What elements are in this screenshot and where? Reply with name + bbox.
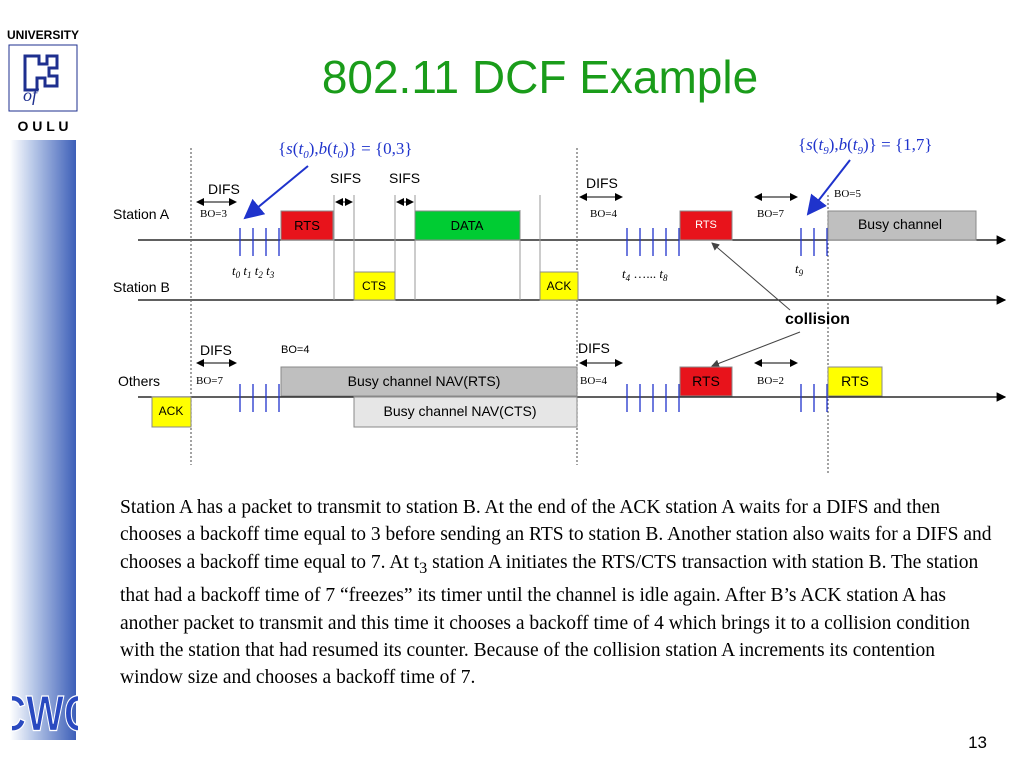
bo4-label-o1: BO=4: [281, 344, 309, 356]
svg-text:ACK: ACK: [159, 404, 184, 418]
cts-frame: [353, 271, 396, 301]
bo7-label-o: BO=7: [196, 375, 223, 387]
time-label-t9: t9: [795, 261, 804, 278]
ack-frame-b: [539, 271, 579, 301]
logo-line1: UNIVERSITY: [7, 28, 79, 42]
difs-label-a2: DIFS: [586, 175, 618, 191]
difs-label-o2: DIFS: [578, 340, 610, 356]
svg-text:CTS: CTS: [362, 279, 386, 293]
svg-text:ACK: ACK: [547, 279, 572, 293]
formula-t0: {s(t0),b(t0)} = {0,3}: [278, 139, 413, 161]
svg-text:RTS: RTS: [692, 373, 720, 389]
time-labels-t4-t8: t4 …... t8: [622, 266, 668, 283]
sifs-label-2: SIFS: [389, 170, 420, 186]
formula-arrow-right: [806, 159, 851, 216]
busy-channel-a: [827, 210, 977, 241]
time-labels-t0-t3: t0 t1 t2 t3: [232, 263, 275, 280]
logo-line3: O U L U: [17, 118, 68, 134]
bo7-label-a: BO=7: [757, 208, 784, 220]
busy-nav-cts: [353, 396, 578, 428]
svg-text:DATA: DATA: [451, 218, 484, 233]
logo-line2: of: [23, 85, 40, 105]
cwc-logo: CWC: [12, 685, 78, 742]
bo4-label-o2: BO=4: [580, 375, 607, 387]
rts-frame-others1: [679, 366, 733, 397]
ack-frame-others: [151, 396, 192, 428]
svg-text:RTS: RTS: [294, 218, 320, 233]
formula-t9: {s(t9),b(t9)} = {1,7}: [798, 135, 933, 157]
bo3-label: BO=3: [200, 208, 227, 220]
rts-frame-a2: [679, 210, 733, 241]
bo4-label-a: BO=4: [590, 208, 617, 220]
data-frame: [414, 210, 521, 241]
cwc-logo-text: CWC: [12, 685, 78, 741]
others-label: Others: [118, 373, 160, 389]
svg-text:Busy channel NAV(RTS): Busy channel NAV(RTS): [348, 373, 501, 389]
slide-title: 802.11 DCF Example: [321, 51, 759, 103]
difs-label-a1: DIFS: [208, 181, 240, 197]
svg-text:RTS: RTS: [841, 373, 869, 389]
sifs-label-1: SIFS: [330, 170, 361, 186]
svg-text:Busy channel: Busy channel: [858, 216, 942, 232]
svg-text:Busy channel NAV(CTS): Busy channel NAV(CTS): [383, 403, 536, 419]
bo5-label: BO=5: [834, 188, 861, 200]
dcf-timing-diagram: {s(t0),b(t0)} = {0,3} {s(t9),b(t9)} = {1…: [113, 135, 1007, 475]
difs-label-o1: DIFS: [200, 342, 232, 358]
caption-paragraph: Station A has a packet to transmit to st…: [120, 497, 992, 689]
svg-text:RTS: RTS: [695, 219, 717, 231]
station-a-label: Station A: [113, 206, 170, 222]
formula-arrow-left: [243, 165, 309, 220]
sidebar-gradient: [10, 140, 76, 740]
collision-label: collision: [785, 311, 850, 328]
bo2-label: BO=2: [757, 375, 784, 387]
rts-frame-a1: [280, 210, 334, 241]
rts-frame-others2: [827, 366, 883, 397]
university-logo: UNIVERSITY of O U L U: [7, 28, 79, 134]
page-number: 13: [968, 733, 987, 752]
station-b-label: Station B: [113, 279, 170, 295]
explanation-text: Station A has a packet to transmit to st…: [120, 494, 1000, 692]
busy-nav-rts: [280, 366, 578, 397]
